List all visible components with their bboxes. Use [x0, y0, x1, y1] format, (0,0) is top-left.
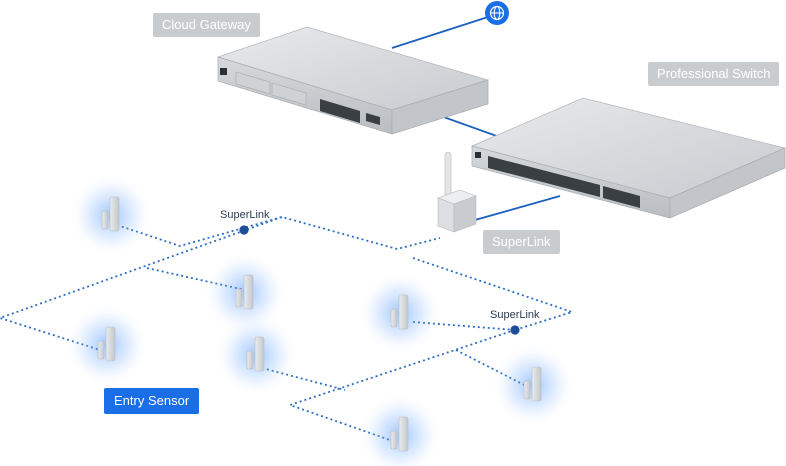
display-screen	[220, 68, 227, 75]
entry-sensor-label: Entry Sensor	[104, 388, 200, 414]
mesh-path	[261, 367, 346, 391]
link-gateway-switch	[437, 114, 506, 140]
display-screen	[475, 152, 481, 158]
entry-sensor-device	[101, 196, 120, 232]
entry-sensor-device	[246, 336, 265, 372]
link-gateway-internet	[391, 16, 489, 49]
mesh-path	[412, 257, 575, 331]
superlink-device[interactable]	[437, 151, 477, 233]
link-switch-superlink	[474, 195, 561, 221]
port-block	[603, 186, 640, 208]
professional-switch-label: Professional Switch	[648, 62, 780, 86]
port-block	[488, 156, 600, 197]
antenna	[444, 151, 452, 199]
entry-sensors	[97, 196, 542, 452]
superlink-link-label: SuperLink	[490, 309, 540, 321]
superlink-node	[239, 225, 249, 235]
mesh-path	[412, 321, 516, 331]
entry-sensor-device	[390, 416, 409, 452]
superlink-mesh	[0, 216, 575, 441]
entry-sensor-device	[235, 274, 254, 310]
port-block	[320, 99, 360, 123]
mesh-path	[116, 216, 441, 250]
superlink-device-label: SuperLink	[483, 230, 560, 254]
entry-sensor-device	[390, 294, 409, 330]
cloud-gateway-device[interactable]	[216, 26, 490, 135]
sfp-port	[366, 113, 380, 125]
superlink-link-label: SuperLink	[220, 209, 270, 221]
mesh-path	[146, 267, 246, 291]
entry-sensor-device	[97, 326, 116, 362]
globe-icon	[485, 1, 509, 25]
cloud-gateway-label: Cloud Gateway	[153, 13, 260, 37]
ethernet-links	[391, 16, 561, 221]
mesh-path	[455, 349, 531, 389]
superlink-node	[510, 325, 520, 335]
drive-bay	[271, 82, 307, 106]
professional-switch-device[interactable]	[470, 97, 786, 219]
entry-sensor-device	[523, 366, 542, 402]
drive-bay	[235, 71, 271, 95]
